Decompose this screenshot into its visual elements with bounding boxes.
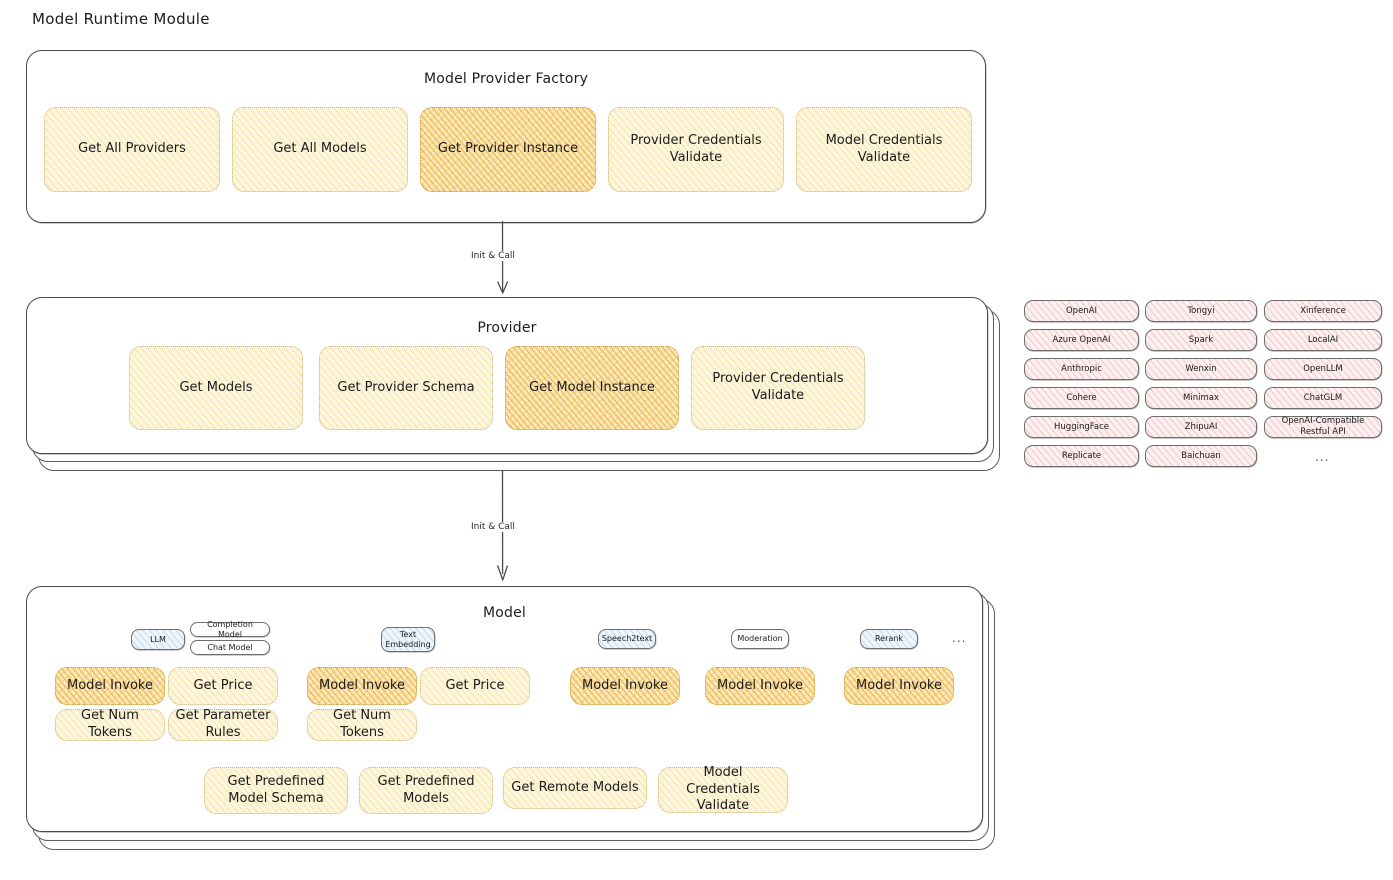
factory-item-get-all-models[interactable]: Get All Models [232,107,408,192]
provider-item-provider-credentials-validate[interactable]: Provider Credentials Validate [691,346,865,430]
provider-title: Provider [477,320,537,336]
model-type-moderation[interactable]: Moderation [731,629,789,649]
arrow-label-init-and-call-2: Init & Call [468,522,518,532]
provider-chip-huggingface[interactable]: HuggingFace [1024,416,1139,438]
model-type-speech2text[interactable]: Speech2text [598,629,656,649]
common-method-model-credentials-validate[interactable]: Model Credentials Validate [658,765,788,813]
provider-chip-openllm[interactable]: OpenLLM [1264,358,1382,380]
model-type-llm[interactable]: LLM [131,629,185,650]
provider-chip-minimax[interactable]: Minimax [1145,387,1257,409]
page-title: Model Runtime Module [32,10,210,28]
provider-list-more-ellipsis: ... [1315,450,1330,464]
factory-item-model-credentials-validate[interactable]: Model Credentials Validate [796,107,972,192]
model-title: Model [482,605,527,621]
factory-item-get-all-providers[interactable]: Get All Providers [44,107,220,192]
provider-chip-tongyi[interactable]: Tongyi [1145,300,1257,322]
common-method-get-predefined-models[interactable]: Get Predefined Models [359,767,493,814]
provider-item-get-models[interactable]: Get Models [129,346,303,430]
provider-item-get-provider-schema[interactable]: Get Provider Schema [319,346,493,430]
arrow-label-init-and-call-1: Init & Call [468,251,518,261]
model-type-rerank[interactable]: Rerank [860,629,918,649]
provider-chip-spark[interactable]: Spark [1145,329,1257,351]
model-provider-factory-title: Model Provider Factory [423,71,589,87]
provider-name-list: OpenAI Azure OpenAI Anthropic Cohere Hug… [1024,300,1382,475]
provider-box: Provider Get Models Get Provider Schema … [26,297,988,454]
llm-method-get-parameter-rules[interactable]: Get Parameter Rules [168,708,278,741]
provider-chip-chatglm[interactable]: ChatGLM [1264,387,1382,409]
llm-method-get-price[interactable]: Get Price [168,667,278,705]
model-box: Model LLM Completion Model Chat Model Mo… [26,586,983,832]
provider-chip-azure-openai[interactable]: Azure OpenAI [1024,329,1139,351]
model-type-text-embedding[interactable]: Text Embedding [381,627,435,652]
rerank-method-model-invoke[interactable]: Model Invoke [844,667,954,705]
provider-chip-wenxin[interactable]: Wenxin [1145,358,1257,380]
provider-chip-baichuan[interactable]: Baichuan [1145,445,1257,467]
model-type-chat-model[interactable]: Chat Model [190,640,270,655]
provider-chip-localai[interactable]: LocalAI [1264,329,1382,351]
factory-item-provider-credentials-validate[interactable]: Provider Credentials Validate [608,107,784,192]
provider-chip-xinference[interactable]: Xinference [1264,300,1382,322]
arrow-factory-to-provider: Init & Call [468,220,540,299]
llm-method-get-num-tokens[interactable]: Get Num Tokens [55,708,165,741]
text-embedding-method-get-price[interactable]: Get Price [420,667,530,705]
provider-chip-openai-compatible-restful-api[interactable]: OpenAI-Compatible Restful API [1264,416,1382,438]
provider-chip-openai[interactable]: OpenAI [1024,300,1139,322]
arrow-provider-to-model: Init & Call [468,469,540,588]
moderation-method-model-invoke[interactable]: Model Invoke [705,667,815,705]
speech2text-method-model-invoke[interactable]: Model Invoke [570,667,680,705]
llm-method-model-invoke[interactable]: Model Invoke [55,667,165,705]
provider-chip-replicate[interactable]: Replicate [1024,445,1139,467]
model-types-more-ellipsis: ... [952,631,967,645]
factory-item-get-provider-instance[interactable]: Get Provider Instance [420,107,596,192]
provider-chip-anthropic[interactable]: Anthropic [1024,358,1139,380]
provider-chip-zhipuai[interactable]: ZhipuAI [1145,416,1257,438]
text-embedding-method-model-invoke[interactable]: Model Invoke [307,667,417,705]
model-type-completion-model[interactable]: Completion Model [190,620,270,639]
provider-chip-cohere[interactable]: Cohere [1024,387,1139,409]
common-method-get-predefined-model-schema[interactable]: Get Predefined Model Schema [204,767,348,814]
model-provider-factory-box: Model Provider Factory Get All Providers… [26,50,986,223]
common-method-get-remote-models[interactable]: Get Remote Models [503,767,647,809]
text-embedding-method-get-num-tokens[interactable]: Get Num Tokens [307,708,417,741]
provider-item-get-model-instance[interactable]: Get Model Instance [505,346,679,430]
